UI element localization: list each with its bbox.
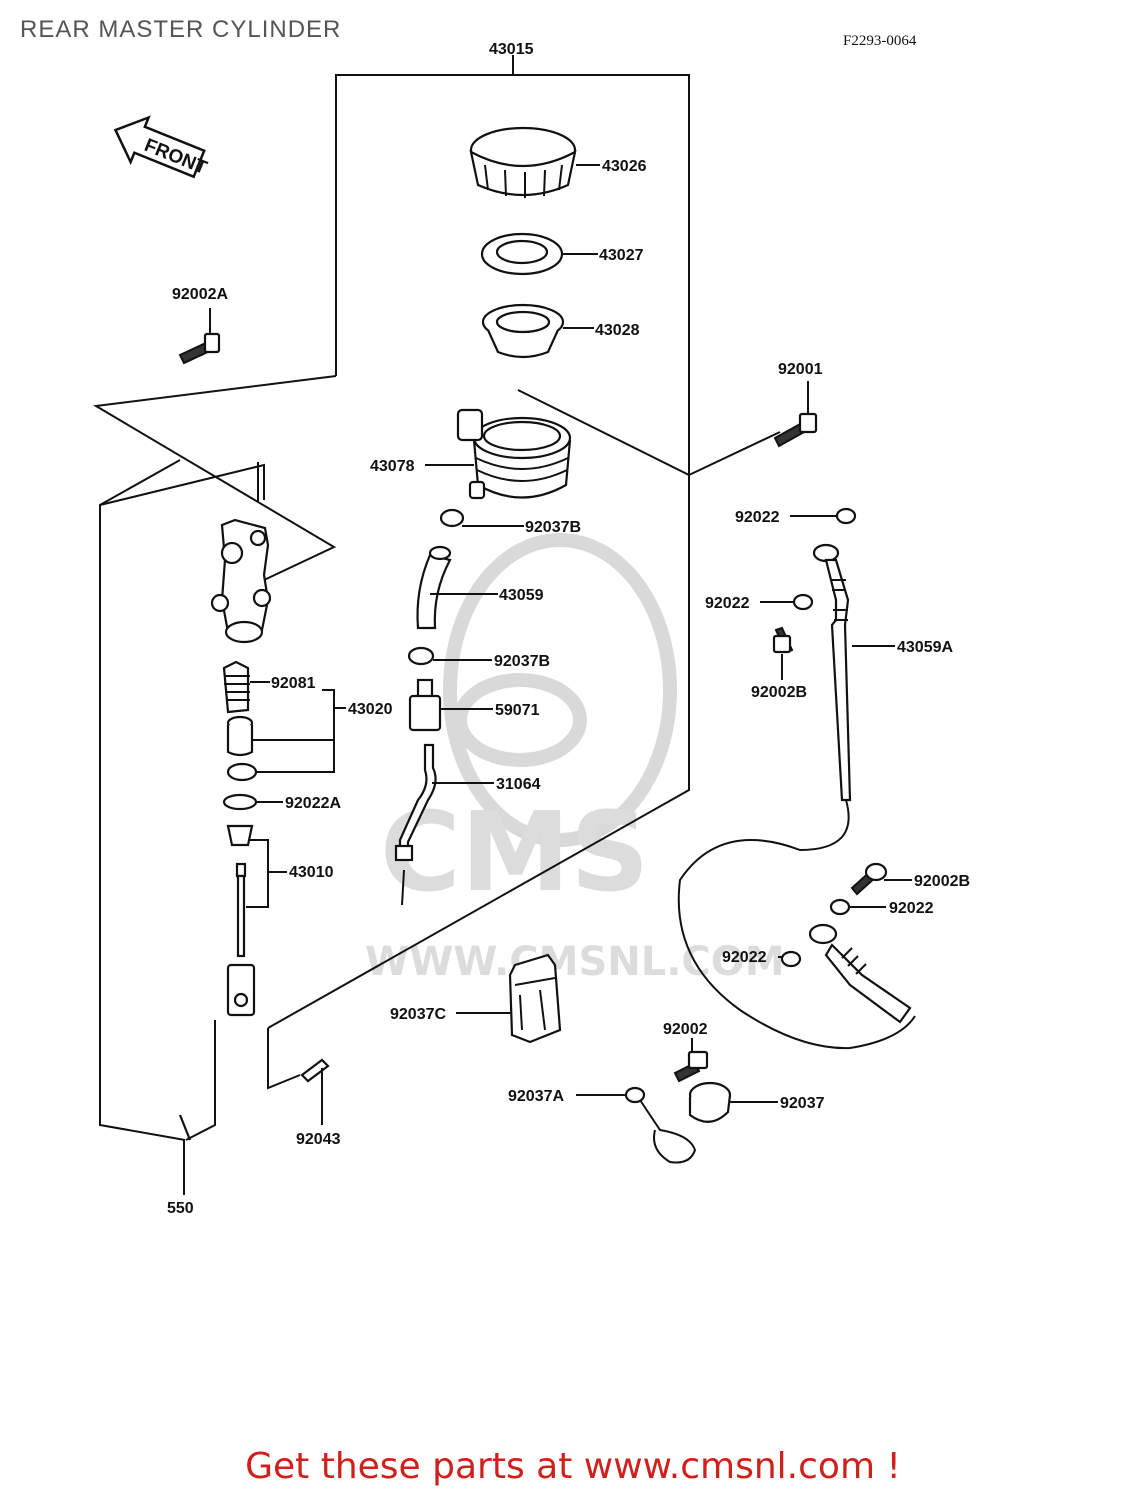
part-label-43026: 43026 xyxy=(602,158,647,175)
washer-92022-2 xyxy=(792,593,814,611)
part-label-92037A: 92037A xyxy=(508,1088,564,1105)
part-label-92002A: 92002A xyxy=(172,286,228,303)
reservoir-43078 xyxy=(456,408,572,500)
part-label-92002: 92002 xyxy=(663,1021,708,1038)
diaphragm-plate-43027 xyxy=(480,232,564,276)
bolt-92002B-1 xyxy=(772,626,794,654)
watermark-logo-text: CMS xyxy=(380,788,649,916)
bolt-92002B-2 xyxy=(850,862,888,896)
front-arrow-icon: FRONT xyxy=(113,115,210,179)
part-label-92022-3: 92022 xyxy=(889,900,934,917)
bolt-92001 xyxy=(773,412,818,448)
strap-92037A xyxy=(624,1086,697,1164)
bolt-92002 xyxy=(673,1050,709,1083)
part-label-92001: 92001 xyxy=(778,361,823,378)
part-label-43027: 43027 xyxy=(599,247,644,264)
watermark: CMS WWW.CMSNL.COM xyxy=(365,533,785,985)
part-label-92022-4: 92022 xyxy=(722,949,767,966)
part-label-92037: 92037 xyxy=(780,1095,825,1112)
part-label-43059A: 43059A xyxy=(897,639,953,656)
part-label-43020: 43020 xyxy=(348,701,393,718)
part-label-92043: 92043 xyxy=(296,1131,341,1148)
part-label-92002B-2: 92002B xyxy=(914,873,970,890)
circlip-92022A xyxy=(222,793,258,811)
page-title: REAR MASTER CYLINDER xyxy=(20,16,342,43)
cotter-pin-550 xyxy=(178,1114,192,1141)
part-label-43028: 43028 xyxy=(595,322,640,339)
cap-92037 xyxy=(688,1081,732,1123)
assembly-outline xyxy=(92,55,781,1141)
footer-link[interactable]: Get these parts at www.cmsnl.com ! xyxy=(245,1446,901,1487)
part-label-92022-1: 92022 xyxy=(735,509,780,526)
part-label-92022-2: 92022 xyxy=(705,595,750,612)
spring-92081 xyxy=(222,660,250,714)
part-label-43059: 43059 xyxy=(499,587,544,604)
pin-92043 xyxy=(300,1058,330,1083)
part-label-43078: 43078 xyxy=(370,458,415,475)
part-label-59071: 59071 xyxy=(495,702,540,719)
clip-92037C xyxy=(508,953,562,1044)
clamp-92037B-upper xyxy=(439,508,465,528)
part-labels: 43015 43026 43027 43028 92002A 92001 430… xyxy=(167,41,970,1217)
part-label-92081: 92081 xyxy=(271,675,316,692)
clamp-92037B-lower xyxy=(407,646,435,666)
diaphragm-43028 xyxy=(481,303,565,359)
part-label-92037B-lower: 92037B xyxy=(494,653,550,670)
part-label-92002B-1: 92002B xyxy=(751,684,807,701)
part-label-92022A: 92022A xyxy=(285,795,341,812)
piston-43020 xyxy=(226,715,258,782)
master-cylinder-body xyxy=(210,518,272,644)
part-label-92037B-upper: 92037B xyxy=(525,519,581,536)
reservoir-cap-43026 xyxy=(469,126,577,198)
hose-43059 xyxy=(416,545,452,630)
part-label-43010: 43010 xyxy=(289,864,334,881)
part-label-31064: 31064 xyxy=(496,776,541,793)
pipe-31064 xyxy=(394,743,437,906)
bolt-92002A xyxy=(178,332,221,365)
leader-lines xyxy=(183,164,912,1195)
part-label-550: 550 xyxy=(167,1200,194,1217)
washer-92022-1 xyxy=(835,507,857,525)
washer-92022-3 xyxy=(829,898,851,916)
connector-59071 xyxy=(408,678,442,732)
hose-fitting-lower xyxy=(808,923,912,1024)
part-label-43015: 43015 xyxy=(489,41,534,58)
brake-hose-43059A xyxy=(677,543,916,1050)
watermark-url: WWW.CMSNL.COM xyxy=(365,939,785,985)
push-rod-43010 xyxy=(226,824,256,1017)
washer-92022-4 xyxy=(780,950,802,968)
drawing-code: F2293-0064 xyxy=(843,33,917,49)
part-label-92037C: 92037C xyxy=(390,1006,446,1023)
